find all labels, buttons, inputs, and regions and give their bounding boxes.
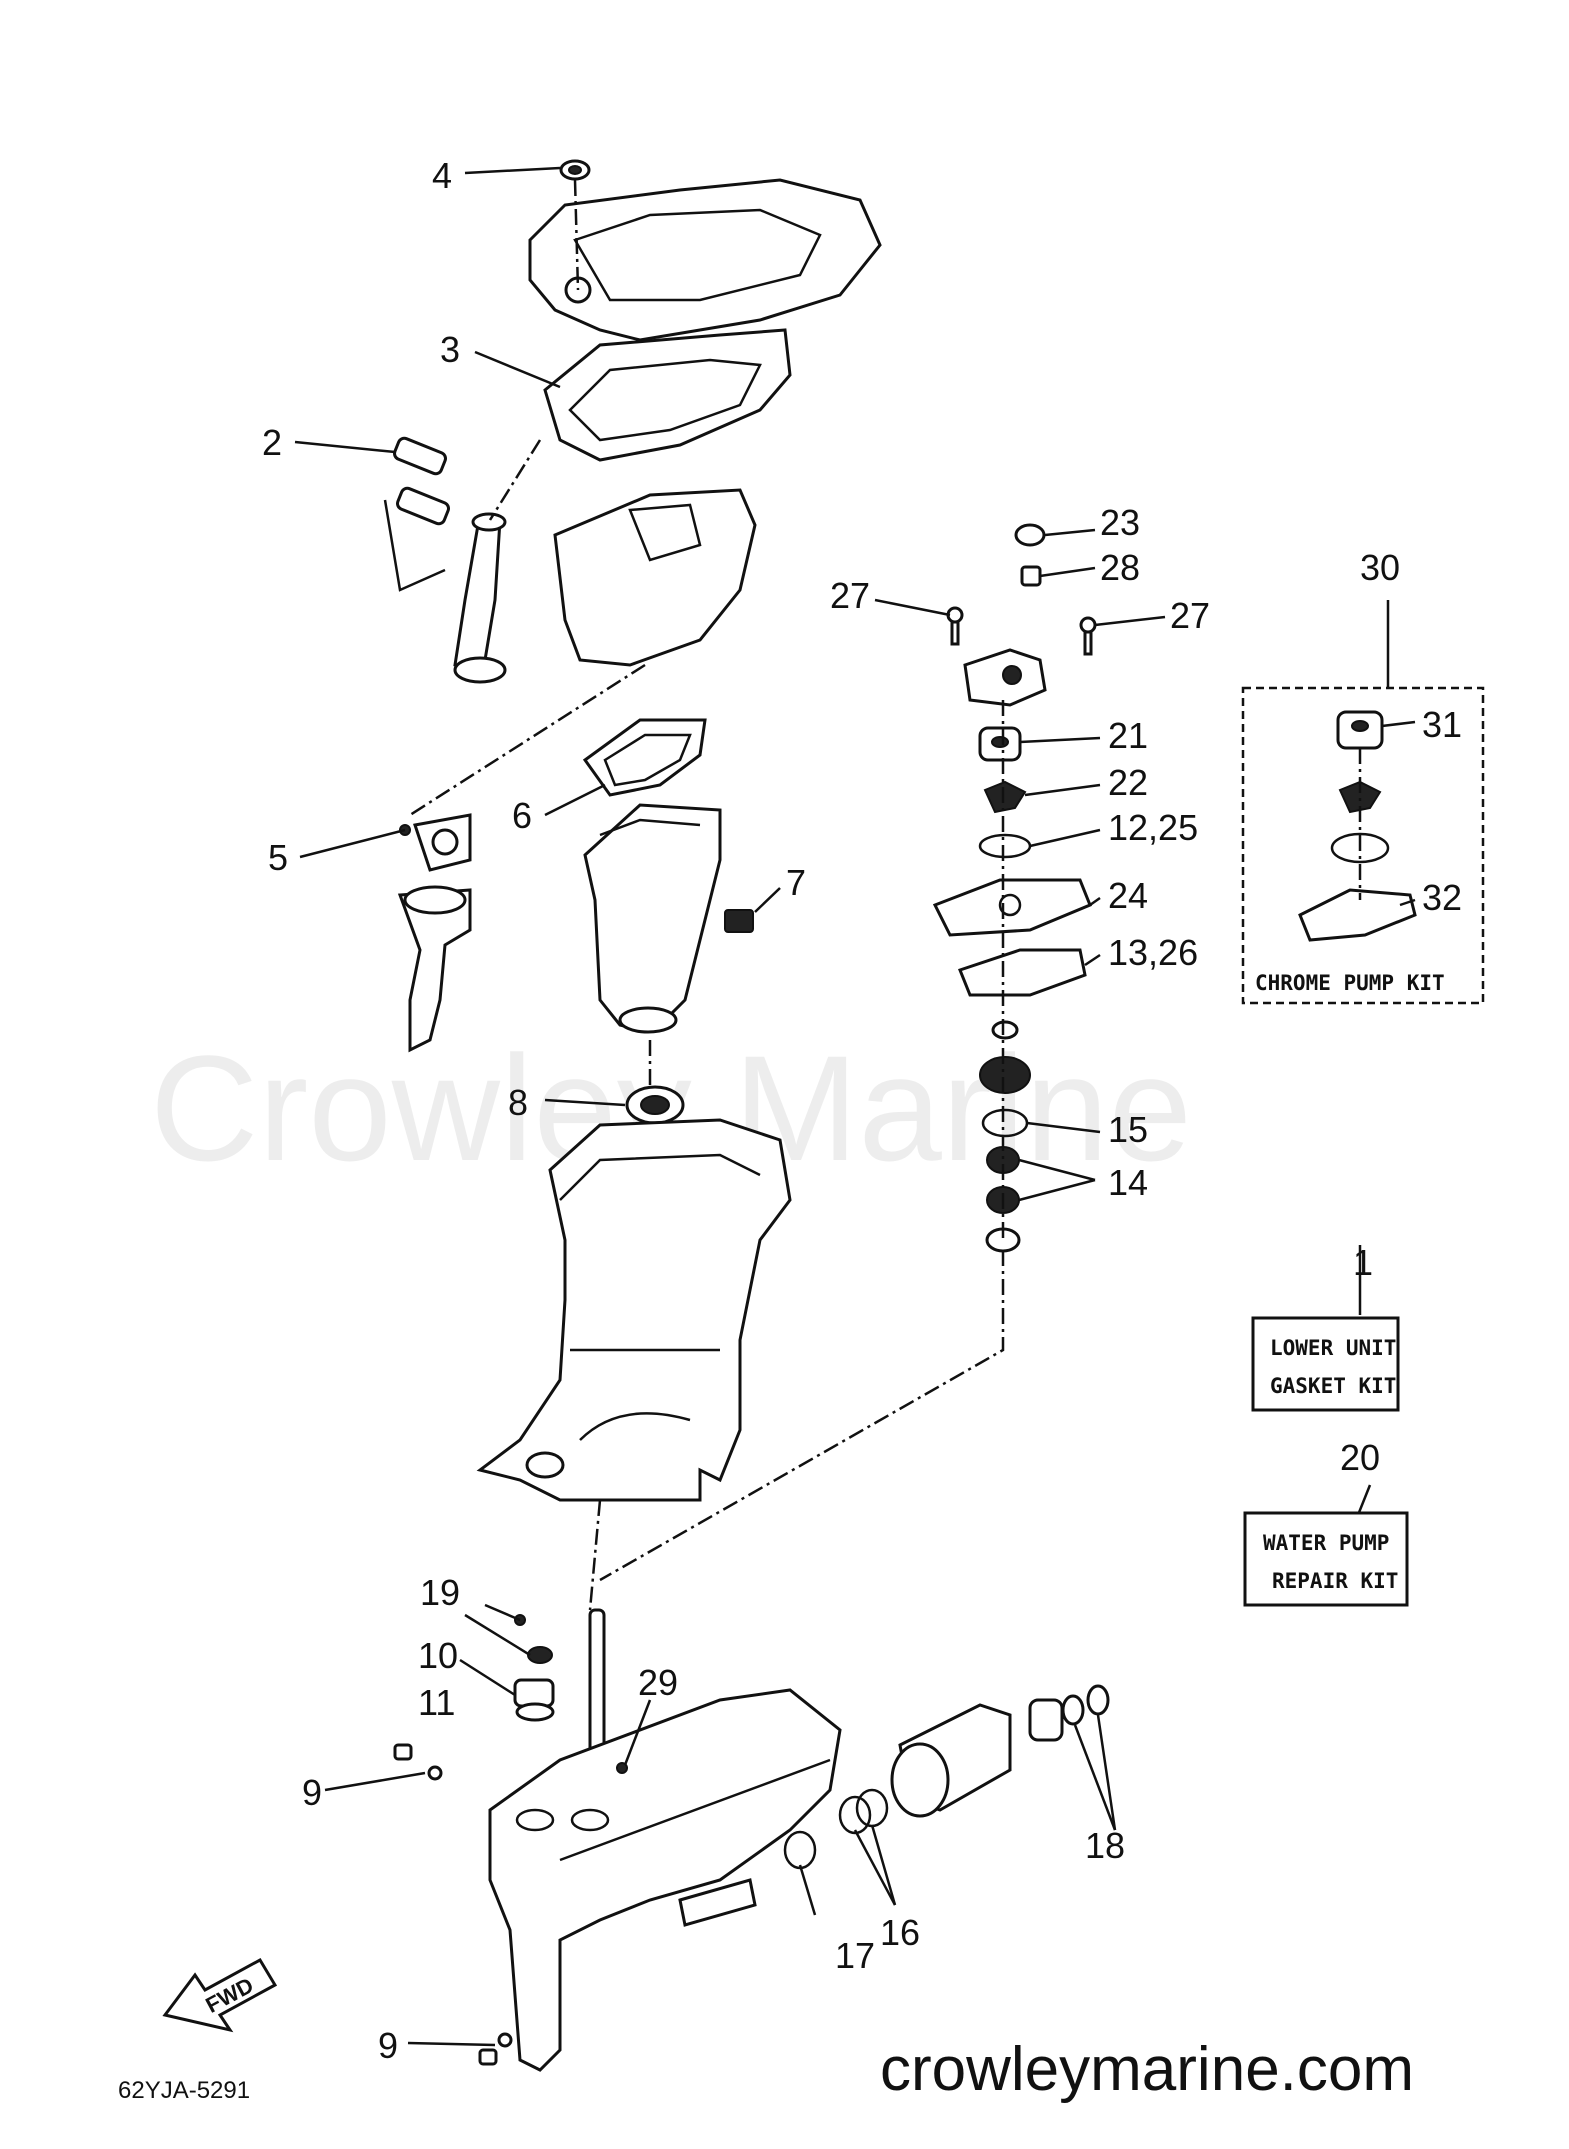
chrome-pump-kit-label: CHROME PUMP KIT xyxy=(1255,971,1445,995)
part-12-25-gasket xyxy=(978,833,1032,859)
callout-28: 28 xyxy=(1100,547,1140,588)
callout-18: 18 xyxy=(1085,1825,1125,1866)
callout-24: 24 xyxy=(1108,875,1148,916)
lower-tube xyxy=(397,885,472,1053)
part-27-bolt-right xyxy=(1079,616,1097,656)
callout-22: 22 xyxy=(1108,762,1148,803)
water-pump-repair-kit-box xyxy=(1243,1511,1409,1607)
part-24-plate xyxy=(932,878,1092,937)
part-11-bearing xyxy=(513,1678,555,1722)
callout-16: 16 xyxy=(880,1912,920,1953)
callout-31: 31 xyxy=(1422,704,1462,745)
lower-unit-kit-line2: GASKET KIT xyxy=(1270,1374,1396,1398)
callout-19: 19 xyxy=(420,1572,460,1613)
part-5-plate xyxy=(399,813,472,872)
lower-unit-kit-line1: LOWER UNIT xyxy=(1270,1336,1396,1360)
callout-13-26: 13,26 xyxy=(1108,932,1198,973)
part-23-cap xyxy=(1014,523,1046,547)
part-8-oil-seal xyxy=(625,1085,685,1125)
callout-9-lower: 9 xyxy=(378,2025,398,2066)
callout-10: 10 xyxy=(418,1635,458,1676)
part-4-grommet xyxy=(559,159,591,181)
part-13-26-gasket xyxy=(958,948,1087,997)
part-10-nut xyxy=(527,1646,553,1664)
callout-27-right: 27 xyxy=(1170,595,1210,636)
part-28-seal xyxy=(1020,565,1042,587)
part-9-bolt-lower xyxy=(478,2032,513,2066)
part-29-pin xyxy=(616,1762,628,1774)
callout-3: 3 xyxy=(440,329,460,370)
part-21-insert xyxy=(978,726,1022,762)
part-27-bolt-left xyxy=(946,606,964,646)
leader-lines xyxy=(294,166,1416,2047)
website-url: crowleymarine.com xyxy=(880,2035,1414,2104)
bearing-housing xyxy=(890,1703,1012,1818)
callout-1: 1 xyxy=(1353,1242,1373,1283)
part-9-bolt-upper xyxy=(393,1743,443,1781)
part-7-block xyxy=(724,909,754,933)
kit-impeller xyxy=(1338,780,1382,814)
callout-29: 29 xyxy=(638,1662,678,1703)
callout-8: 8 xyxy=(508,1082,528,1123)
callout-20: 20 xyxy=(1340,1437,1380,1478)
callout-23: 23 xyxy=(1100,502,1140,543)
part-18-seals xyxy=(1028,1684,1110,1742)
part-6-gasket xyxy=(582,718,707,797)
part-housing-seal xyxy=(979,1056,1031,1094)
callout-6: 6 xyxy=(512,795,532,836)
exhaust-cover-plate xyxy=(528,178,882,342)
drive-shaft-housing xyxy=(476,1118,792,1502)
gearcase xyxy=(488,1688,842,2072)
callout-17: 17 xyxy=(835,1935,875,1976)
part-31-insert xyxy=(1336,710,1384,750)
lower-unit-gasket-kit-box xyxy=(1251,1316,1400,1412)
callout-14: 14 xyxy=(1108,1162,1148,1203)
callout-2: 2 xyxy=(262,422,282,463)
chrome-pump-kit-outline xyxy=(1241,686,1485,1005)
callout-9-upper: 9 xyxy=(302,1772,322,1813)
part-2-seal-pair xyxy=(383,436,450,592)
callout-7: 7 xyxy=(786,862,806,903)
water-pump-kit-line1: WATER PUMP xyxy=(1263,1531,1389,1555)
water-tube xyxy=(453,512,507,684)
callout-32: 32 xyxy=(1422,877,1462,918)
part-seal-small xyxy=(991,1020,1019,1040)
part-code: 62YJA-5291 xyxy=(118,2077,250,2104)
kit-gasket xyxy=(1330,832,1390,864)
oil-pan xyxy=(583,803,722,1034)
part-16-orings xyxy=(838,1788,889,1835)
part-3-gasket xyxy=(543,328,792,462)
callouts: 1 2 3 4 5 6 7 8 9 9 10 11 12,25 13,26 14… xyxy=(262,155,1462,2066)
callout-15: 15 xyxy=(1108,1109,1148,1150)
upper-casing xyxy=(553,488,757,667)
callout-4: 4 xyxy=(432,155,452,196)
part-17-oring xyxy=(783,1830,817,1870)
callout-21: 21 xyxy=(1108,715,1148,756)
callout-27-left: 27 xyxy=(830,575,870,616)
callout-11: 11 xyxy=(418,1682,455,1723)
pump-housing xyxy=(963,648,1047,707)
part-32-plate xyxy=(1298,888,1417,942)
water-pump-kit-line2: REPAIR KIT xyxy=(1272,1569,1398,1593)
propeller-shaft xyxy=(678,1878,757,1927)
assembly-lines xyxy=(409,179,1362,1611)
part-22-impeller xyxy=(983,780,1027,814)
callout-5: 5 xyxy=(268,837,288,878)
callout-12-25: 12,25 xyxy=(1108,807,1198,848)
fwd-arrow: FWD xyxy=(162,1957,278,2033)
callout-30: 30 xyxy=(1360,547,1400,588)
